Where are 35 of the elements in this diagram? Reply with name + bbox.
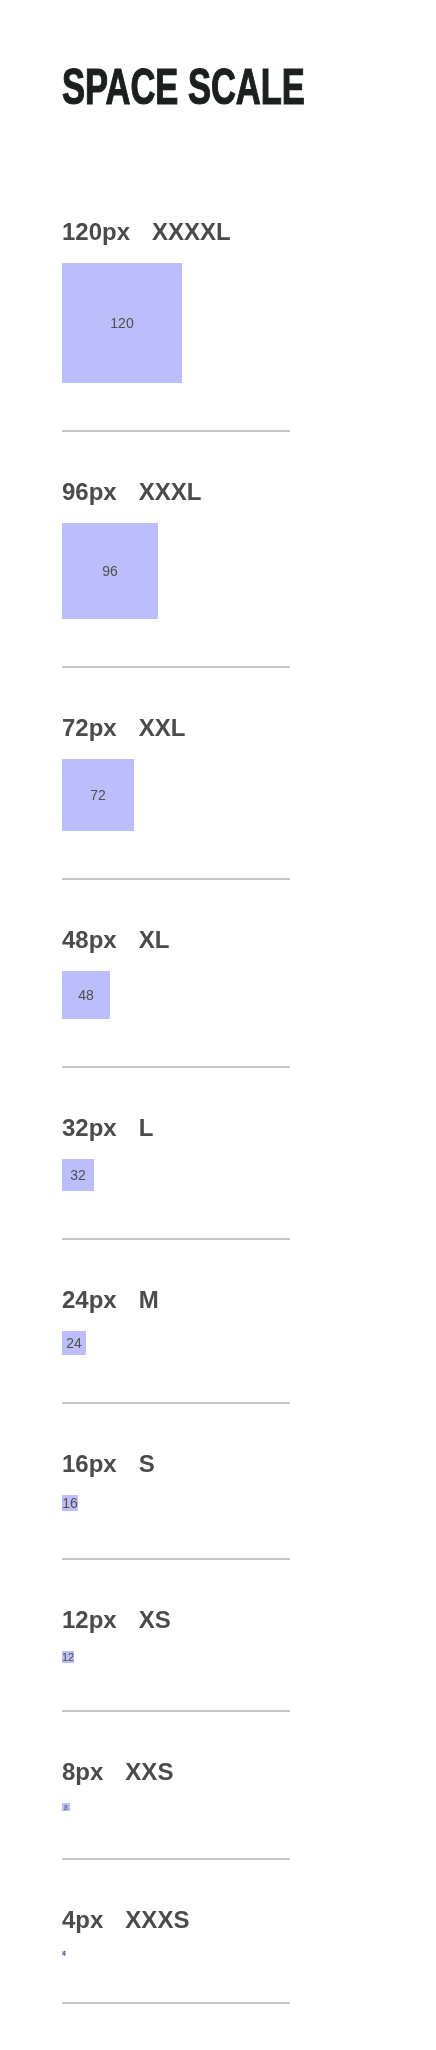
square-size-value: 12 [61, 1651, 75, 1663]
spacing-square [62, 1331, 86, 1355]
size-value-label: 4px [62, 1908, 104, 1932]
square-size-value: 48 [78, 988, 94, 1002]
size-value-label: 96px [62, 480, 117, 504]
size-token-label: L [138, 1116, 154, 1140]
spacing-square [62, 971, 110, 1019]
size-value-label: 48px [62, 928, 117, 952]
size-value-label: 16px [62, 1452, 117, 1476]
size-token-label: XS [138, 1608, 171, 1632]
square-size-value: 72 [90, 788, 106, 802]
spacing-square [62, 263, 182, 383]
size-value-label: 32px [62, 1116, 117, 1140]
square-size-value: 24 [66, 1336, 82, 1350]
square-size-value: 16 [62, 1496, 78, 1510]
size-token-label: XXL [138, 716, 186, 740]
size-token-label: XXXXL [152, 220, 231, 244]
size-value-label: 8px [62, 1760, 104, 1784]
size-value-label: 72px [62, 716, 117, 740]
square-size-value: 32 [70, 1168, 86, 1182]
size-value-label: 12px [62, 1608, 117, 1632]
spacing-square [62, 759, 134, 831]
size-token-label: XL [138, 928, 170, 952]
square-size-value: 96 [102, 564, 118, 578]
size-token-label: S [138, 1452, 155, 1476]
page-title: SPACE SCALE [62, 62, 305, 112]
size-token-label: XXXS [125, 1908, 190, 1932]
square-size-value: 120 [110, 316, 134, 330]
size-token-label: M [138, 1288, 159, 1312]
size-value-label: 120px [62, 220, 131, 244]
size-token-label: XXXL [138, 480, 202, 504]
spacing-square [62, 523, 158, 619]
size-value-label: 24px [62, 1288, 117, 1312]
size-token-label: XXS [125, 1760, 174, 1784]
spacing-square [62, 1159, 94, 1191]
